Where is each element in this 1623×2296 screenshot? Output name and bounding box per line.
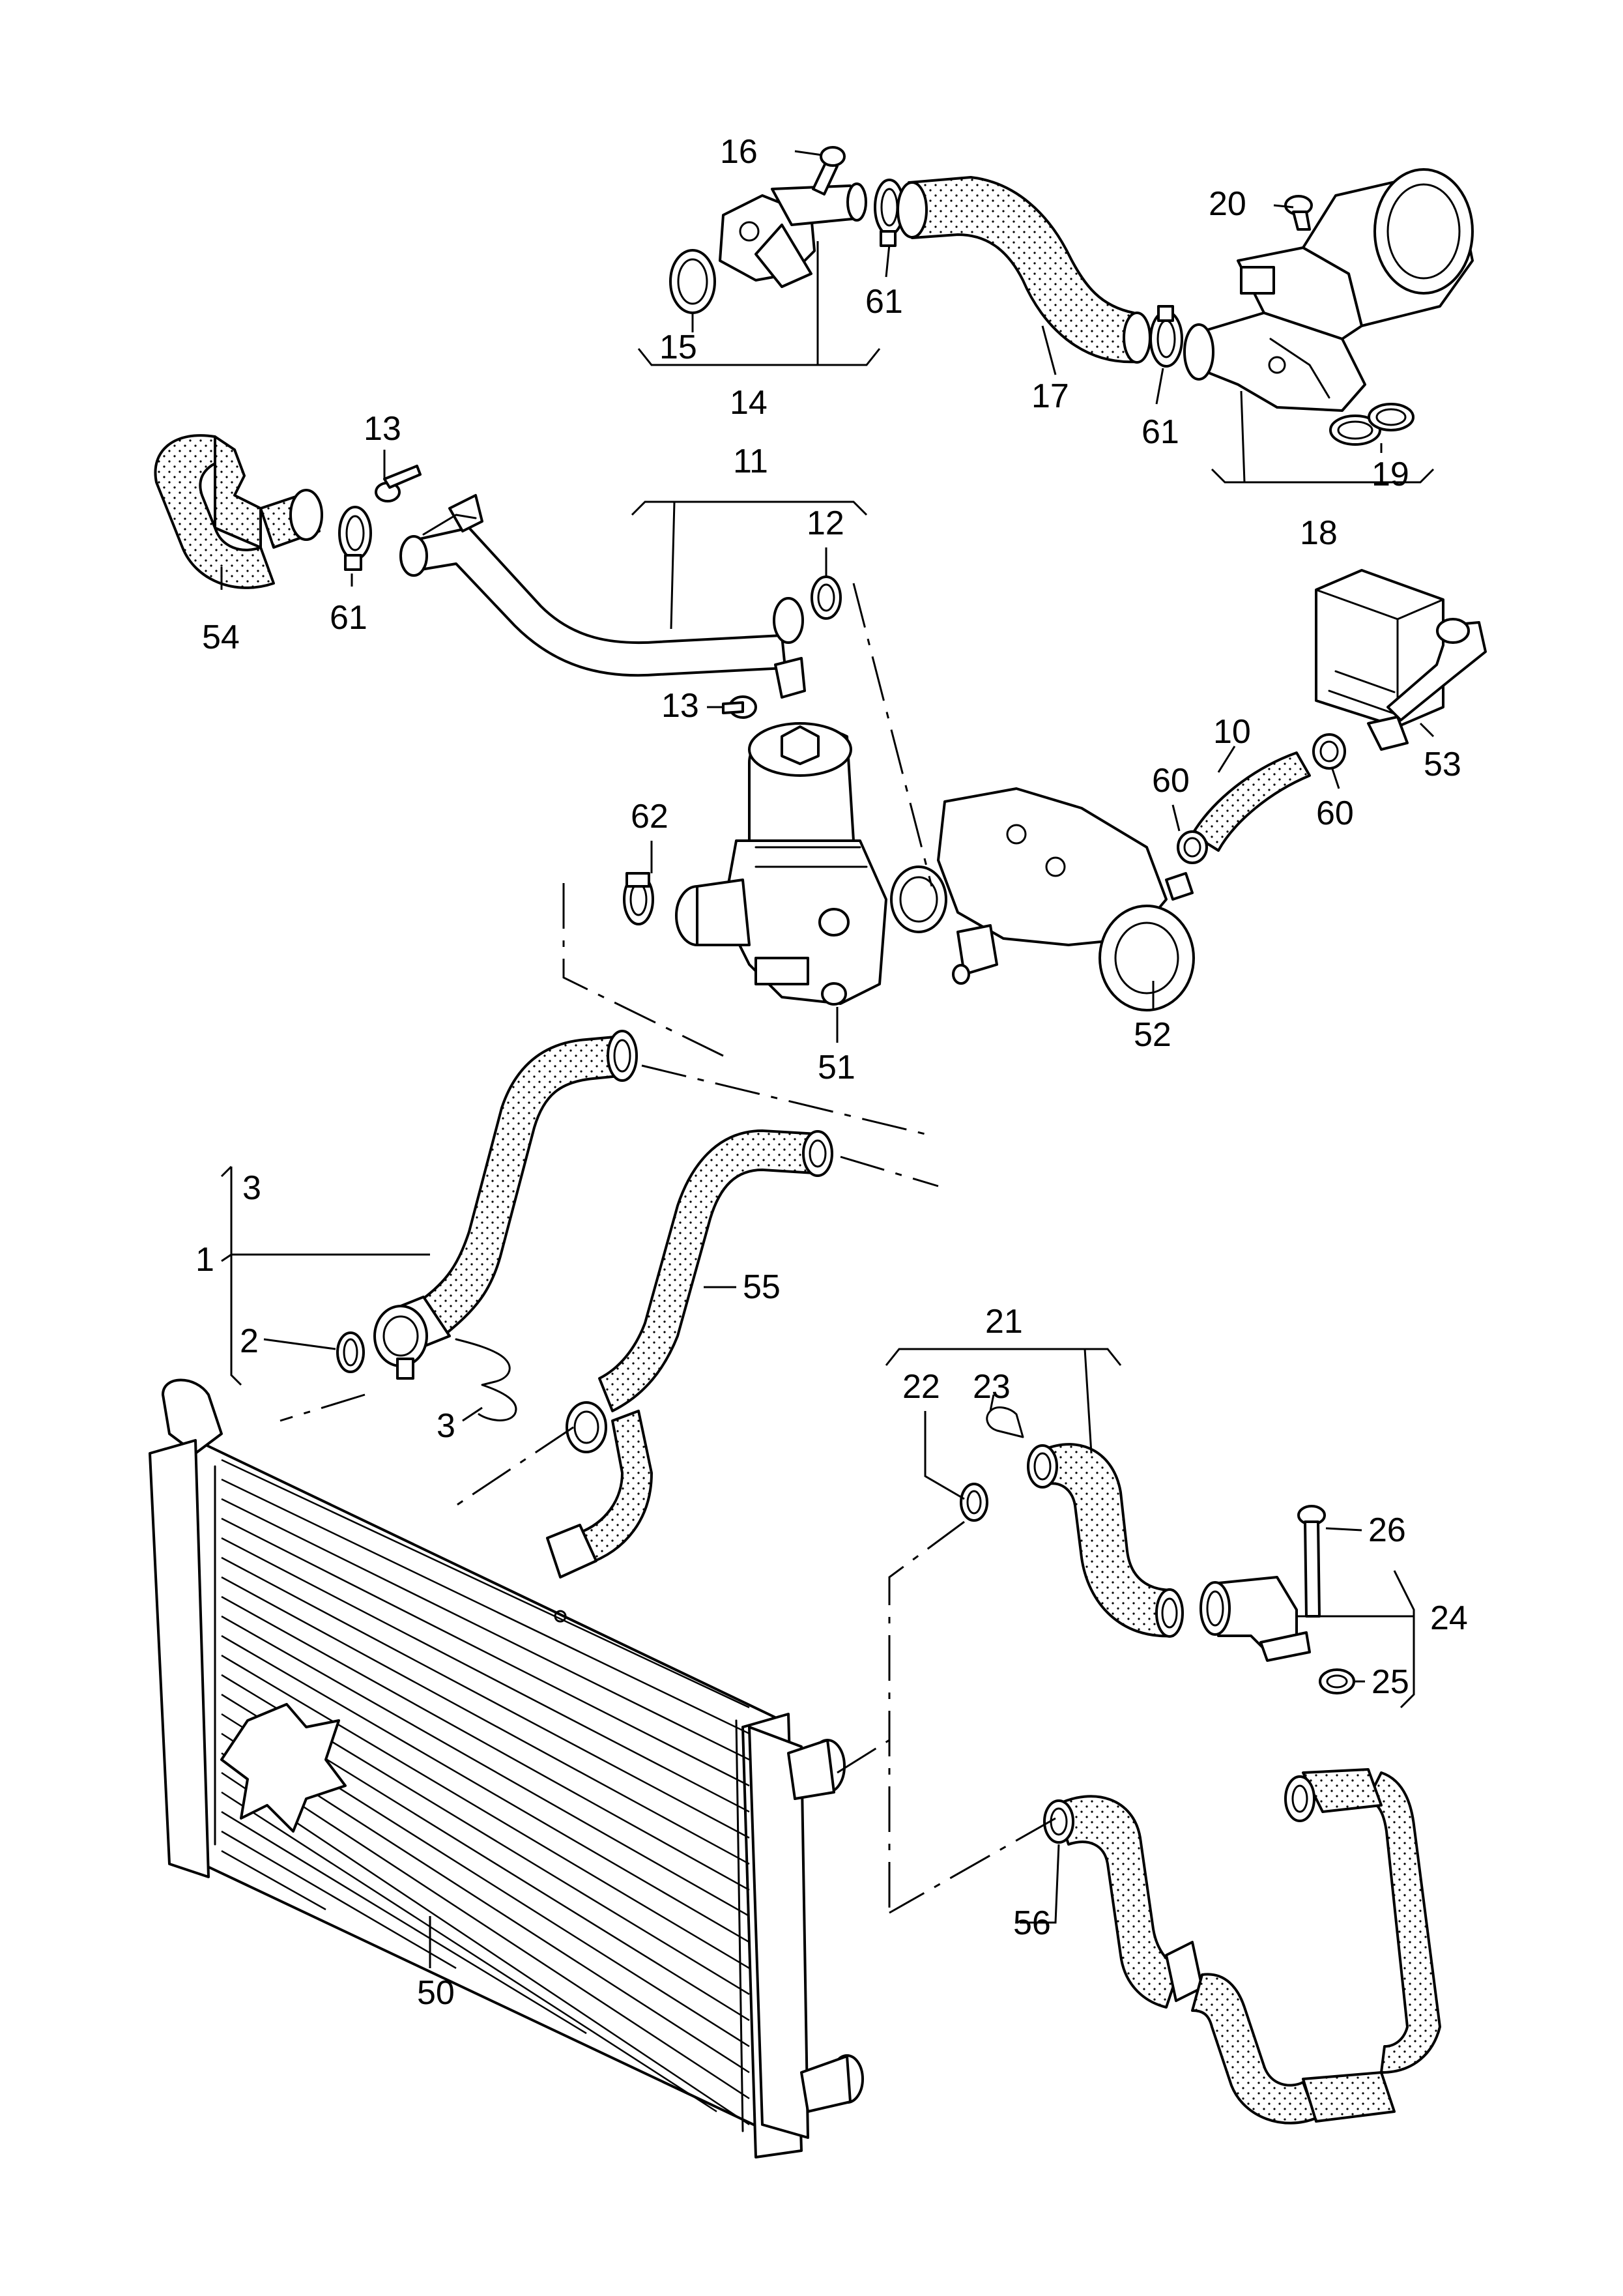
callout-60-left: 60	[1152, 762, 1190, 800]
clamp-61-top-right	[1149, 305, 1183, 368]
callout-19: 19	[1372, 456, 1409, 493]
callout-23: 23	[973, 1368, 1011, 1406]
hose-56	[1043, 1768, 1441, 2125]
o-ring-2	[336, 1331, 365, 1373]
clamp-61-top-left	[874, 179, 905, 247]
callout-52: 52	[1134, 1016, 1171, 1054]
pipe-14-assembly	[719, 182, 867, 288]
connector-24	[1199, 1576, 1311, 1662]
callout-26: 26	[1368, 1511, 1406, 1549]
callout-56: 56	[1013, 1904, 1051, 1942]
connection-lines	[280, 583, 1056, 1916]
bolt-13-upper	[375, 465, 422, 502]
callout-10: 10	[1213, 713, 1251, 751]
callout-3-upper: 3	[242, 1169, 261, 1207]
callout-18: 18	[1300, 514, 1338, 552]
callout-61-top-right: 61	[1142, 413, 1179, 451]
callout-21: 21	[985, 1303, 1023, 1341]
o-ring-12	[811, 575, 842, 620]
callout-1: 1	[195, 1241, 214, 1279]
callout-13-lower: 13	[661, 687, 699, 725]
hose-1	[373, 1030, 638, 1380]
o-ring-15	[669, 249, 716, 314]
clip-23	[986, 1406, 1024, 1438]
callout-labels: 16 15 61 14 17 61 20 19 18 13 11 12 54 6…	[195, 133, 1468, 2012]
callout-61-top-left: 61	[865, 283, 903, 321]
callout-25: 25	[1372, 1663, 1409, 1701]
callout-2: 2	[240, 1322, 259, 1360]
housing-18	[1183, 168, 1474, 412]
hose-17	[897, 176, 1151, 364]
callout-54: 54	[202, 618, 240, 656]
callout-62: 62	[631, 798, 668, 836]
callout-24: 24	[1430, 1599, 1468, 1637]
callout-50: 50	[417, 1974, 455, 2012]
callout-17: 17	[1031, 377, 1069, 415]
callout-16: 16	[720, 133, 758, 171]
callout-22: 22	[902, 1368, 940, 1406]
o-ring-22	[960, 1483, 988, 1522]
callout-20: 20	[1209, 185, 1246, 223]
bolt-26	[1297, 1505, 1326, 1618]
gaskets-19	[1329, 403, 1415, 446]
hose-55	[546, 1129, 833, 1578]
clamp-60-right	[1312, 733, 1346, 770]
callout-15: 15	[659, 328, 697, 366]
callout-60-right: 60	[1316, 794, 1354, 832]
callout-61-left: 61	[330, 599, 367, 637]
hose-54	[154, 434, 323, 589]
bolt-16	[812, 146, 846, 196]
clip-3	[455, 1338, 517, 1421]
bolt-20	[1284, 195, 1313, 231]
callout-51: 51	[818, 1049, 855, 1086]
clamp-60-left	[1177, 830, 1208, 864]
callout-14: 14	[730, 384, 768, 422]
clamp-62	[623, 872, 654, 925]
callout-11: 11	[733, 443, 768, 480]
oil-cooler-53	[1315, 569, 1487, 751]
hose-21	[1027, 1443, 1184, 1638]
callout-3-lower: 3	[437, 1407, 455, 1445]
radiator-50	[149, 1378, 864, 2158]
bolt-13-lower	[722, 695, 757, 719]
callout-53: 53	[1424, 746, 1461, 783]
hose-10	[1191, 751, 1311, 852]
callout-12: 12	[807, 504, 844, 542]
pipe-11	[399, 494, 806, 699]
callout-55: 55	[743, 1268, 781, 1306]
thermostat-housing-52	[890, 787, 1195, 1011]
leader-lines	[220, 150, 1435, 1968]
callout-13-upper: 13	[364, 410, 401, 448]
clamp-61-left	[338, 506, 372, 571]
oil-filter-housing-51	[675, 722, 887, 1006]
o-ring-25	[1319, 1668, 1355, 1694]
